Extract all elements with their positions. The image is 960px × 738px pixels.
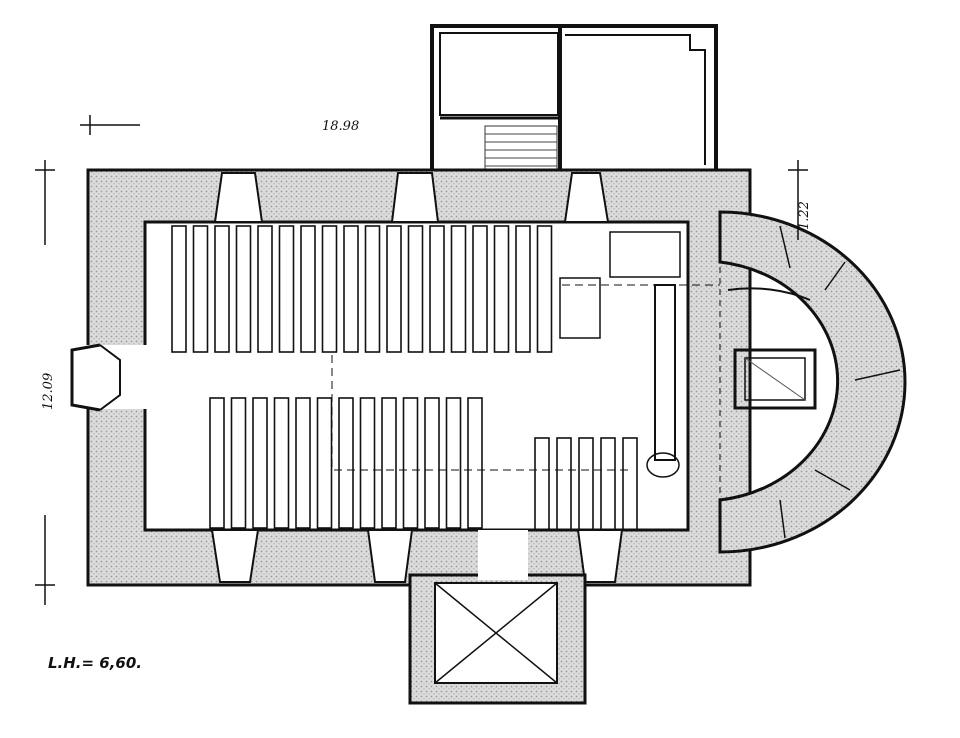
porch: [408, 530, 587, 705]
pew: [338, 397, 354, 529]
pew: [321, 225, 338, 353]
pew: [209, 397, 225, 529]
room-height-label: L.H.= 6,60.: [48, 654, 142, 672]
pew: [273, 397, 290, 529]
pew: [534, 437, 550, 531]
pew: [257, 225, 273, 353]
dimension-apse-label: 1.22: [797, 201, 812, 230]
stair: [484, 125, 558, 172]
pew: [359, 397, 376, 529]
nave-walls: [70, 168, 752, 587]
pew: [364, 225, 381, 353]
pew: [493, 225, 510, 353]
dimension-length: 18.98: [80, 115, 359, 135]
dimension-width-label: 12.09: [41, 373, 56, 410]
pew: [252, 397, 268, 529]
pew: [171, 225, 187, 353]
pew: [381, 397, 397, 529]
pews-north: [171, 225, 553, 353]
pew: [386, 225, 402, 353]
pew: [300, 225, 316, 353]
chancel-rail: [331, 231, 720, 478]
pew: [536, 225, 553, 353]
pews-east: [534, 437, 638, 531]
pew: [316, 397, 333, 529]
pew: [295, 397, 311, 529]
pew: [407, 225, 424, 353]
pew: [402, 397, 419, 529]
pew: [424, 397, 440, 529]
pew: [600, 437, 616, 531]
pew: [214, 225, 230, 353]
pew: [429, 225, 445, 353]
pews-south: [209, 397, 483, 529]
pew: [230, 397, 247, 529]
pew: [235, 225, 252, 353]
pew: [192, 225, 209, 353]
pew: [556, 437, 572, 531]
sacristy-block: [430, 24, 718, 175]
pew: [467, 397, 483, 529]
pew: [445, 397, 462, 529]
pew: [622, 437, 638, 531]
dimension-length-label: 18.98: [322, 119, 359, 134]
pew: [472, 225, 488, 353]
apse: [718, 210, 907, 554]
pew: [278, 225, 295, 353]
pew: [343, 225, 359, 353]
dimension-apse: 1.22: [788, 160, 812, 240]
dimension-width: 12.09: [35, 160, 56, 605]
pew: [515, 225, 531, 353]
altar: [733, 348, 817, 410]
pew: [450, 225, 467, 353]
pew: [578, 437, 594, 531]
